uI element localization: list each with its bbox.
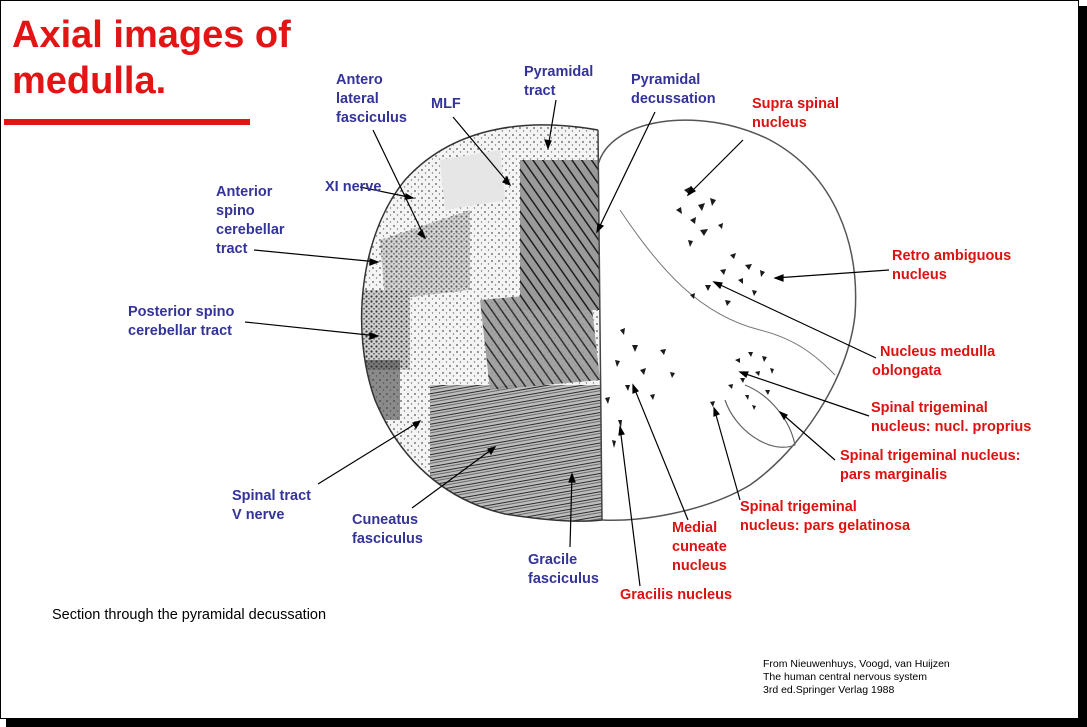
label-line: pars marginalis [840,467,948,483]
slide-title-line-1: Axial images of [12,14,291,56]
label-line: MLF [431,96,461,112]
label-mlf: MLF [431,95,461,114]
label-line: Pyramidal [631,72,701,88]
trigeminal-outline [724,384,796,448]
citation-line: The human central nervous system [763,671,927,683]
label-line: Cuneatus [352,512,419,528]
label-xi-nerve: XI nerve [325,178,381,197]
title-underline [4,119,250,125]
section-left-outline [360,124,603,522]
label-line: Retro ambiguous [892,248,1012,264]
label-nucleus-medulla-oblongata: Nucleus medulla oblongata [872,343,995,381]
label-line: nucleus [892,267,947,283]
label-line: nucleus: nucl. proprius [871,419,1032,435]
label-line: fasciculus [528,571,599,587]
source-citation: From Nieuwenhuys, Voogd, van Huijzen The… [763,658,950,697]
label-retro-ambiguous-nucleus: Retro ambiguous nucleus [892,247,1011,285]
label-line: Supra spinal [752,96,840,112]
label-line: Spinal trigeminal nucleus: [840,448,1021,464]
label-posterior-spinocerebellar-tract: Posterior spino cerebellar tract [128,303,234,341]
label-line: Pyramidal [524,64,594,80]
slide-shadow-right [1079,6,1087,727]
slide-title: Axial images of medulla. [12,12,291,104]
slide-title-line-2: medulla. [12,60,167,102]
label-line: cuneate [672,539,727,555]
label-line: nucleus: pars gelatinosa [740,518,911,534]
label-line: decussation [631,91,716,107]
label-line: spino [216,203,255,219]
label-pyramidal-decussation: Pyramidal decussation [631,71,716,109]
label-line: Posterior spino [128,304,235,320]
section-left-half [361,124,602,522]
label-medial-cuneate-nucleus: Medial cuneate nucleus [672,519,727,576]
figure-caption: Section through the pyramidal decussatio… [52,607,327,623]
label-line: nucleus [672,558,727,574]
label-line: V nerve [232,507,285,523]
label-pyramidal-tract: Pyramidal tract [524,63,593,101]
label-line: Nucleus medulla [880,344,996,360]
label-line: cerebellar tract [128,323,232,339]
label-cuneatus-fasciculus: Cuneatus fasciculus [352,511,423,549]
label-line: Gracile [528,552,578,568]
label-gracilis-nucleus: Gracilis nucleus [620,586,732,605]
label-line: lateral [336,91,379,107]
label-anterolateral-fasciculus: Antero lateral fasciculus [336,71,407,128]
section-right-outline [597,119,857,521]
label-line: fasciculus [352,531,423,547]
label-line: XI nerve [325,179,382,195]
label-anterior-spinocerebellar-tract: Anterior spino cerebellar tract [216,183,285,259]
midline [597,129,603,521]
label-line: Anterior [216,184,273,200]
label-trigeminal-nucl-proprius: Spinal trigeminal nucleus: nucl. propriu… [871,399,1031,437]
label-trigeminal-pars-marginalis: Spinal trigeminal nucleus: pars marginal… [840,447,1020,485]
label-line: nucleus [752,115,807,131]
label-line: tract [524,83,556,99]
label-line: oblongata [872,363,942,379]
label-line: Spinal tract [232,488,311,504]
label-trigeminal-pars-gelatinosa: Spinal trigeminal nucleus: pars gelatino… [740,498,910,536]
label-spinal-tract-v-nerve: Spinal tract V nerve [232,487,311,525]
slide-shadow-bottom [6,719,1087,727]
label-gracile-fasciculus: Gracile fasciculus [528,551,599,589]
label-line: fasciculus [336,110,407,126]
label-line: cerebellar [216,222,285,238]
label-line: Medial [672,520,718,536]
label-line: Antero [336,72,383,88]
label-supra-spinal-nucleus: Supra spinal nucleus [752,95,839,133]
dorsal-boundary [619,209,836,376]
label-line: Gracilis nucleus [620,587,733,603]
label-line: tract [216,241,248,257]
pointer-lines [244,99,890,587]
citation-line: 3rd ed.Springer Verlag 1988 [763,684,895,696]
label-line: Spinal trigeminal [740,499,857,515]
label-line: Spinal trigeminal [871,400,988,416]
citation-line: From Nieuwenhuys, Voogd, van Huijzen [763,658,950,670]
